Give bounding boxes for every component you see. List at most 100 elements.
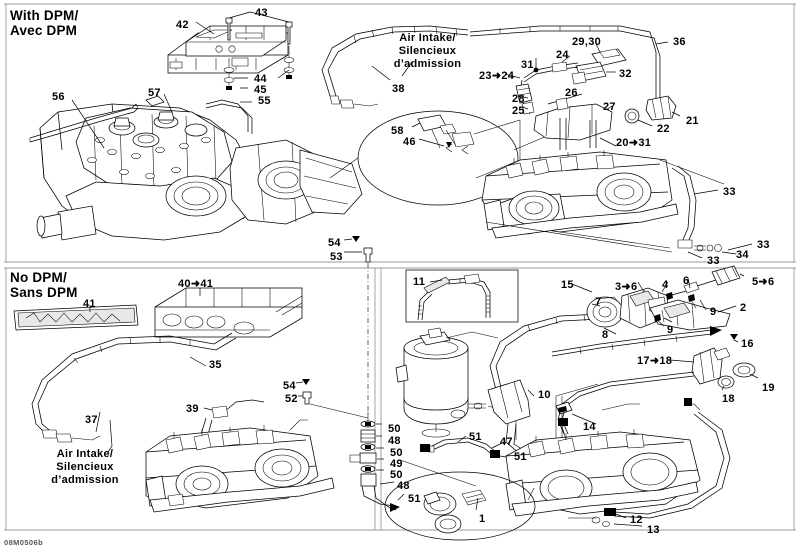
callout-c40_41: 40➜41 <box>178 278 213 291</box>
callout-c15: 15 <box>561 279 574 291</box>
callout-s49: 49 <box>390 458 403 470</box>
callout-c45: 45 <box>254 84 267 96</box>
intake-hose-35-37 <box>32 333 264 464</box>
callout-s48b: 48 <box>397 480 410 492</box>
callout-c39: 39 <box>186 403 199 415</box>
callout-c23_24: 23➜24 <box>479 70 515 83</box>
callout-c16: 16 <box>741 338 754 350</box>
engine-block-assembly <box>30 94 362 240</box>
callout-c29_30: 29,30 <box>572 36 602 48</box>
callout-s48a: 48 <box>388 435 401 447</box>
inset-circle-detail <box>330 111 556 205</box>
bolt-43-right <box>286 22 292 44</box>
decal-strip-41 <box>14 305 138 330</box>
oil-tank <box>396 328 516 440</box>
callout-c5_6-from: 5 <box>752 276 759 288</box>
callout-c6a: 6 <box>683 275 690 287</box>
callout-c21: 21 <box>686 115 699 127</box>
arrow-right-icon: ➜ <box>758 276 768 288</box>
callout-c9b: 9 <box>667 324 674 336</box>
callout-c51c: 51 <box>514 451 527 463</box>
oil-hose-assembly-10-47 <box>400 314 600 486</box>
callout-c55: 55 <box>258 95 271 107</box>
arrow-right-icon: ➜ <box>628 137 639 149</box>
callout-c18: 18 <box>722 393 735 405</box>
callout-c38: 38 <box>392 83 405 95</box>
callout-c9a: 9 <box>710 306 717 318</box>
callout-c20_31-to: 31 <box>638 137 652 149</box>
callout-s50b: 50 <box>390 447 403 459</box>
callout-c23_24-to: 24 <box>501 70 515 82</box>
callout-c43: 43 <box>255 7 268 19</box>
callout-c19: 19 <box>762 382 775 394</box>
callout-c54a: 54 <box>328 237 341 249</box>
callout-c34: 34 <box>736 249 749 261</box>
callout-c41: 41 <box>83 298 96 310</box>
bolt-43-left <box>226 18 232 40</box>
section-title-with-dpm: With DPM/ Avec DPM <box>10 8 79 39</box>
callout-c8: 8 <box>602 329 609 341</box>
drawing-code: 08M0506b <box>4 538 44 547</box>
arrow-right-icon: ➜ <box>190 278 201 290</box>
dpm-module-assembly <box>168 12 294 90</box>
callout-c3_6-from: 3 <box>615 281 622 293</box>
callout-c4: 4 <box>662 279 669 291</box>
callout-c23_24-from: 23 <box>479 70 492 82</box>
inset-box-11 <box>406 270 518 322</box>
callout-c11: 11 <box>413 276 426 288</box>
callout-s50a: 50 <box>388 423 401 435</box>
callout-c35: 35 <box>209 359 222 371</box>
annotation-air-intake-bottom: Air Intake/ Silencieux d’admission <box>51 448 119 486</box>
callout-c13: 13 <box>647 524 660 536</box>
callout-c53: 53 <box>330 251 343 263</box>
callout-c27: 27 <box>603 101 616 113</box>
callout-c31a: 31 <box>521 59 534 71</box>
callout-c17_18-to: 18 <box>659 355 673 367</box>
washer-stack-48-50 <box>296 379 404 512</box>
carburetor-assembly-bottom-right <box>506 429 700 516</box>
callout-c54b: 54 <box>283 380 296 392</box>
callout-c57: 57 <box>148 87 161 99</box>
carburetor-assembly-top <box>482 118 752 258</box>
callout-c26: 26 <box>565 87 578 99</box>
callout-c24a: 24 <box>556 49 569 61</box>
callout-c12: 12 <box>630 514 643 526</box>
callout-c28: 28 <box>512 93 525 105</box>
callout-c44: 44 <box>254 73 267 85</box>
arrow-right-icon: ➜ <box>649 355 660 367</box>
callout-c56: 56 <box>52 91 65 103</box>
arrow-right-icon: ➜ <box>491 70 502 82</box>
callout-c2: 2 <box>740 302 747 314</box>
callout-s51a: 51 <box>408 493 421 505</box>
callout-c36: 36 <box>673 36 686 48</box>
arrow-right-icon: ➜ <box>621 281 631 293</box>
callout-c46: 46 <box>403 136 416 148</box>
annotation-air-intake-top: Air Intake/ Silencieux d’admission <box>393 32 462 70</box>
callout-c3_6: 3➜6 <box>615 281 638 294</box>
callout-s50c: 50 <box>390 469 403 481</box>
inset-circle-part-1 <box>385 472 535 540</box>
bolt-44-45-left <box>224 58 234 90</box>
callout-c3_6-to: 6 <box>630 281 638 293</box>
callout-c17_18: 17➜18 <box>637 355 673 368</box>
bolt-53-54 <box>344 236 372 262</box>
air-intake-hose-38 <box>322 26 468 108</box>
callout-c51b: 51 <box>469 431 482 443</box>
callout-c47: 47 <box>500 436 513 448</box>
callout-c33a: 33 <box>723 186 736 198</box>
callout-c20_31-from: 20 <box>616 137 629 149</box>
callout-c10: 10 <box>538 389 551 401</box>
callout-c40_41-from: 40 <box>178 278 191 290</box>
oil-pump-cluster <box>572 266 744 334</box>
callout-c25: 25 <box>512 105 525 117</box>
air-silencer-box-40 <box>155 288 302 337</box>
callout-c1: 1 <box>479 513 486 525</box>
hose-12-13 <box>568 398 730 527</box>
callout-c20_31: 20➜31 <box>616 137 652 150</box>
callout-c22: 22 <box>657 123 670 135</box>
callout-c7: 7 <box>595 296 602 308</box>
callout-c52: 52 <box>285 393 298 405</box>
callout-c58: 58 <box>391 125 404 137</box>
